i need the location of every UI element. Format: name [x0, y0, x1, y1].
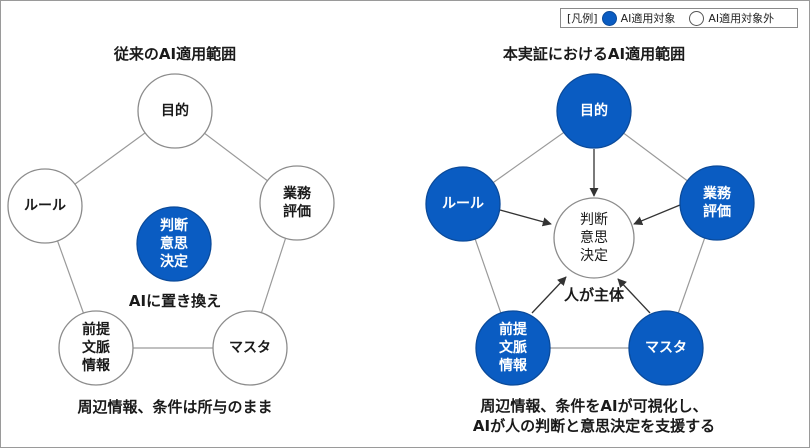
arrow-rule-to-decision: [499, 209, 552, 227]
right-bottom-caption: 周辺情報、条件をAIが可視化し、 AIが人の判断と意思決定を支援する: [472, 397, 716, 435]
left-node-biz: [259, 165, 335, 241]
left-node-decision: [136, 206, 212, 282]
right-node-master: [628, 310, 704, 386]
left-node-master-label: マスタ: [229, 340, 271, 356]
right-node-decision: [553, 197, 635, 279]
right-node-master-label: マスタ: [645, 340, 687, 356]
left-center-caption: AIに置き換え: [128, 292, 222, 310]
right-arrows: [499, 149, 681, 314]
right-node-goal-label: 目的: [580, 103, 608, 119]
right-panel-title: 本実証におけるAI適用範囲: [502, 45, 686, 63]
left-node-master: [212, 310, 288, 386]
arrow-context-to-decision: [531, 276, 567, 314]
right-node-biz: [679, 165, 755, 241]
legend-empty-circle-icon: [689, 10, 705, 26]
right-node-context-label: 前提 文脈 情報: [499, 322, 527, 374]
left-bottom-caption: 周辺情報、条件は所与のまま: [77, 398, 273, 416]
right-node-goal: [556, 73, 632, 149]
right-node-rule-label: ルール: [442, 196, 484, 212]
legend: [凡例] AI適用対象 AI適用対象外: [560, 8, 798, 28]
legend-not-applied-label: AI適用対象外: [708, 12, 775, 25]
legend-applied-label: AI適用対象: [620, 12, 676, 25]
arrow-master-to-decision: [617, 278, 651, 314]
right-node-decision-label: 判断 意思 決定: [580, 212, 608, 264]
left-node-rule: [7, 168, 83, 244]
left-node-goal: [137, 73, 213, 149]
left-node-context: [58, 310, 134, 386]
arrow-biz-to-decision: [633, 204, 681, 226]
right-node-rule: [425, 166, 501, 242]
legend-filled-circle-icon: [601, 10, 617, 26]
left-node-goal-label: 目的: [161, 103, 189, 119]
left-node-biz-label: 業務 評価: [283, 186, 311, 220]
right-node-context: [475, 310, 551, 386]
left-node-context-label: 前提 文脈 情報: [82, 322, 110, 374]
left-node-decision-label: 判断 意思 決定: [160, 218, 188, 270]
right-node-biz-label: 業務 評価: [703, 186, 731, 220]
left-panel-title: 従来のAI適用範囲: [113, 45, 237, 63]
left-node-rule-label: ルール: [24, 198, 66, 214]
legend-label: [凡例]: [567, 12, 598, 25]
right-center-caption: 人が主体: [563, 286, 624, 304]
